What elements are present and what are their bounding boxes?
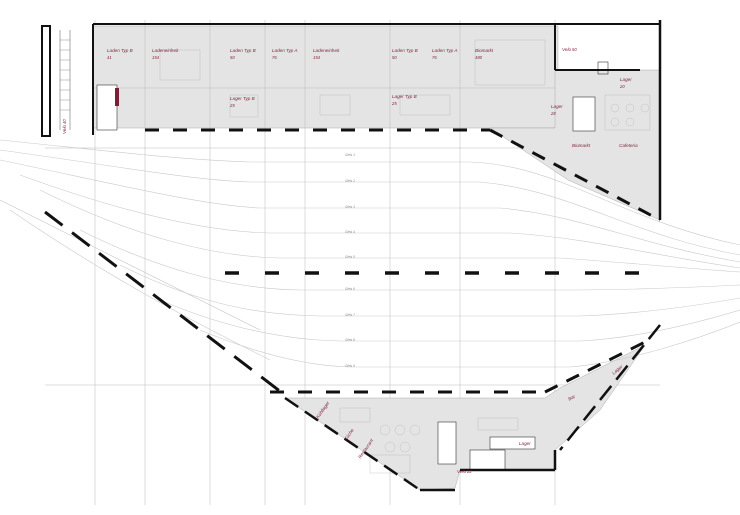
tracks — [0, 139, 740, 368]
walls — [44, 20, 662, 492]
room-name: Velo — [457, 469, 466, 474]
room-name: Velo — [62, 125, 67, 134]
room-name: Velo — [562, 47, 571, 52]
track-label: Gleis 8 — [345, 338, 355, 342]
room-name: Laden Typ B — [230, 48, 256, 53]
room-name: Lager — [611, 364, 624, 376]
room-name: Laden Typ A — [272, 48, 298, 53]
room-area: 50 — [392, 55, 397, 60]
room-area: 22 — [466, 469, 472, 474]
room-area: 480 — [475, 55, 483, 60]
room-name: Lager Typ B — [230, 96, 255, 101]
top-building — [92, 25, 661, 221]
room-area: 25 — [229, 103, 235, 108]
room-name: Lager — [620, 77, 632, 82]
track-label: Gleis 9 — [345, 364, 355, 368]
room-name: Lager Typ B — [392, 94, 417, 99]
room-area: 50 — [230, 55, 235, 60]
track-label: Gleis 5 — [345, 255, 355, 259]
track-labels: Gleis 1 Gleis 2 Gleis 3 Gleis 4 Gleis 5 … — [345, 153, 355, 368]
room-area: 25 — [391, 101, 397, 106]
room-area: 20 — [619, 84, 625, 89]
track-label: Gleis 6 — [345, 287, 355, 291]
room-name: Lager — [551, 104, 563, 109]
room-area: 50 — [572, 47, 577, 52]
room-name: Laden Typ B — [107, 48, 133, 53]
track-label: Gleis 2 — [345, 179, 355, 183]
room-name: Biomarkt — [572, 143, 591, 148]
room-area: 41 — [107, 55, 112, 60]
room-name: Ladeneinheit — [313, 48, 340, 53]
room-area: 154 — [152, 55, 160, 60]
room-area: 76 — [272, 55, 277, 60]
track-label: Gleis 4 — [345, 230, 355, 234]
room-area: 76 — [432, 55, 437, 60]
left-strip — [41, 25, 71, 137]
track-label: Gleis 7 — [345, 313, 355, 317]
room-name: Ladeneinheit — [152, 48, 179, 53]
room-name: Lager — [519, 441, 531, 446]
room-name: Laden Typ B — [392, 48, 418, 53]
track-label: Gleis 3 — [345, 205, 355, 209]
room-name: Bar — [567, 394, 576, 402]
room-area: 40 — [62, 119, 67, 124]
room-name: Biomarkt — [475, 48, 494, 53]
track-label: Gleis 1 — [345, 153, 355, 157]
room-name: Küche — [343, 427, 355, 441]
room-name: Cafeteria — [619, 143, 638, 148]
room-name: Laden Typ A — [432, 48, 458, 53]
room-area: 154 — [313, 55, 321, 60]
room-labels: Laden Typ B 41 Ladeneinheit 154 Laden Ty… — [62, 47, 638, 474]
room-area: 28 — [550, 111, 556, 116]
